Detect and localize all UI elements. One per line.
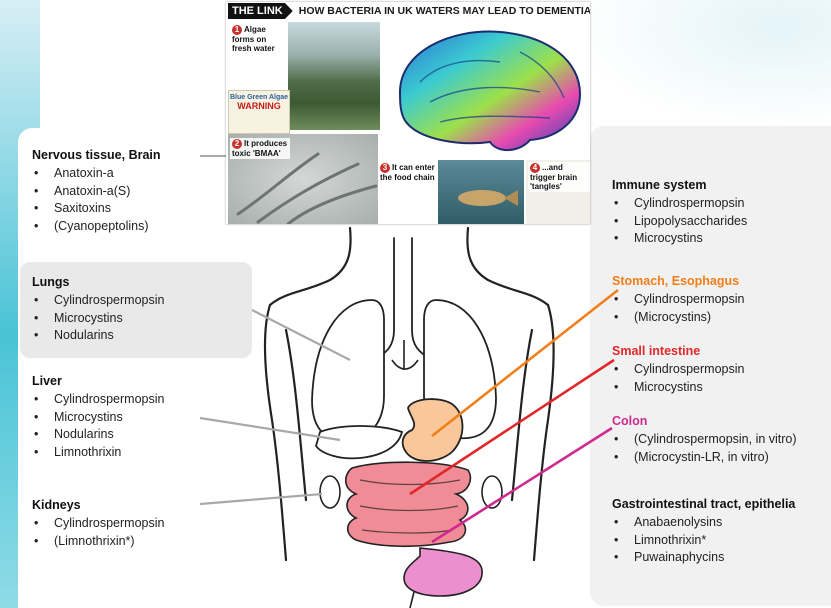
list-item: (Microcystins) <box>612 309 744 327</box>
list-item: (Limnothrixin*) <box>32 533 164 551</box>
group-gi-tract: Gastrointestinal tract, epithelia Anabae… <box>612 497 795 567</box>
fish-drawing <box>438 160 524 224</box>
liver-shape <box>316 426 402 458</box>
group-title: Nervous tissue, Brain <box>32 148 161 162</box>
group-title: Colon <box>612 414 797 428</box>
inset-badge: THE LINK <box>228 3 293 19</box>
list-item: Microcystins <box>32 310 164 328</box>
group-lungs: Lungs Cylindrospermopsin Microcystins No… <box>32 275 164 345</box>
list-item: Microcystins <box>612 230 747 248</box>
connector-kidneys <box>200 494 322 504</box>
list-item: Anatoxin-a <box>32 165 161 183</box>
group-title: Lungs <box>32 275 164 289</box>
list-item: (Cyanopeptolins) <box>32 218 161 236</box>
group-title: Small intestine <box>612 344 744 358</box>
lake-photo <box>288 22 380 130</box>
list-item: Anatoxin-a(S) <box>32 183 161 201</box>
group-stomach: Stomach, Esophagus Cylindrospermopsin (M… <box>612 274 744 326</box>
lungs-outline <box>312 300 496 440</box>
toxin-list: Cylindrospermopsin Microcystins <box>612 361 744 396</box>
toxin-list: Cylindrospermopsin Microcystins Nodulari… <box>32 292 164 345</box>
rectum-shape <box>410 592 414 608</box>
list-item: Cylindrospermopsin <box>612 195 747 213</box>
toxin-list: Cylindrospermopsin Microcystins Nodulari… <box>32 391 164 461</box>
list-item: Limnothrixin <box>32 444 164 462</box>
inset-headline: HOW BACTERIA IN UK WATERS MAY LEAD TO DE… <box>299 5 590 17</box>
group-immune: Immune system Cylindrospermopsin Lipopol… <box>612 178 747 248</box>
list-item: Anabaenolysins <box>612 514 795 532</box>
kidney-left <box>320 476 340 508</box>
list-item: Microcystins <box>612 379 744 397</box>
list-item: Limnothrixin* <box>612 532 795 550</box>
group-title: Stomach, Esophagus <box>612 274 744 288</box>
list-item: Saxitoxins <box>32 200 161 218</box>
colon-shape <box>404 548 482 596</box>
fish-photo <box>438 160 524 224</box>
list-item: Nodularins <box>32 327 164 345</box>
inset-step-4: 4...and trigger brain 'tangles' <box>528 162 590 192</box>
group-brain: Nervous tissue, Brain Anatoxin-a Anatoxi… <box>32 148 161 235</box>
group-kidneys: Kidneys Cylindrospermopsin (Limnothrixin… <box>32 498 164 550</box>
inset-header: THE LINK HOW BACTERIA IN UK WATERS MAY L… <box>226 2 590 20</box>
list-item: Cylindrospermopsin <box>32 391 164 409</box>
brain-scan-image <box>380 22 590 158</box>
list-item: Cylindrospermopsin <box>32 292 164 310</box>
group-intestine: Small intestine Cylindrospermopsin Micro… <box>612 344 744 396</box>
brain-scan-drawing <box>380 22 590 158</box>
list-item: Cylindrospermopsin <box>32 515 164 533</box>
list-item: Lipopolysaccharides <box>612 213 747 231</box>
toxin-list: Cylindrospermopsin Lipopolysaccharides M… <box>612 195 747 248</box>
toxin-list: (Cylindrospermopsin, in vitro) (Microcys… <box>612 431 797 466</box>
toxin-list: Cylindrospermopsin (Limnothrixin*) <box>32 515 164 550</box>
toxin-list: Anabaenolysins Limnothrixin* Puwainaphyc… <box>612 514 795 567</box>
group-title: Liver <box>32 374 164 388</box>
group-title: Immune system <box>612 178 747 192</box>
list-item: Cylindrospermopsin <box>612 361 744 379</box>
stomach-shape <box>403 399 463 461</box>
toxin-list: Anatoxin-a Anatoxin-a(S) Saxitoxins (Cya… <box>32 165 161 235</box>
group-title: Gastrointestinal tract, epithelia <box>612 497 795 511</box>
group-title: Kidneys <box>32 498 164 512</box>
list-item: Puwainaphycins <box>612 549 795 567</box>
list-item: (Cylindrospermopsin, in vitro) <box>612 431 797 449</box>
group-liver: Liver Cylindrospermopsin Microcystins No… <box>32 374 164 461</box>
list-item: Microcystins <box>32 409 164 427</box>
small-intestine-shape <box>346 462 471 546</box>
group-colon: Colon (Cylindrospermopsin, in vitro) (Mi… <box>612 414 797 466</box>
list-item: Cylindrospermopsin <box>612 291 744 309</box>
list-item: Nodularins <box>32 426 164 444</box>
toxin-list: Cylindrospermopsin (Microcystins) <box>612 291 744 326</box>
list-item: (Microcystin-LR, in vitro) <box>612 449 797 467</box>
news-inset-graphic: THE LINK HOW BACTERIA IN UK WATERS MAY L… <box>226 2 590 224</box>
warning-sign: Blue Green Algae WARNING <box>228 90 290 134</box>
